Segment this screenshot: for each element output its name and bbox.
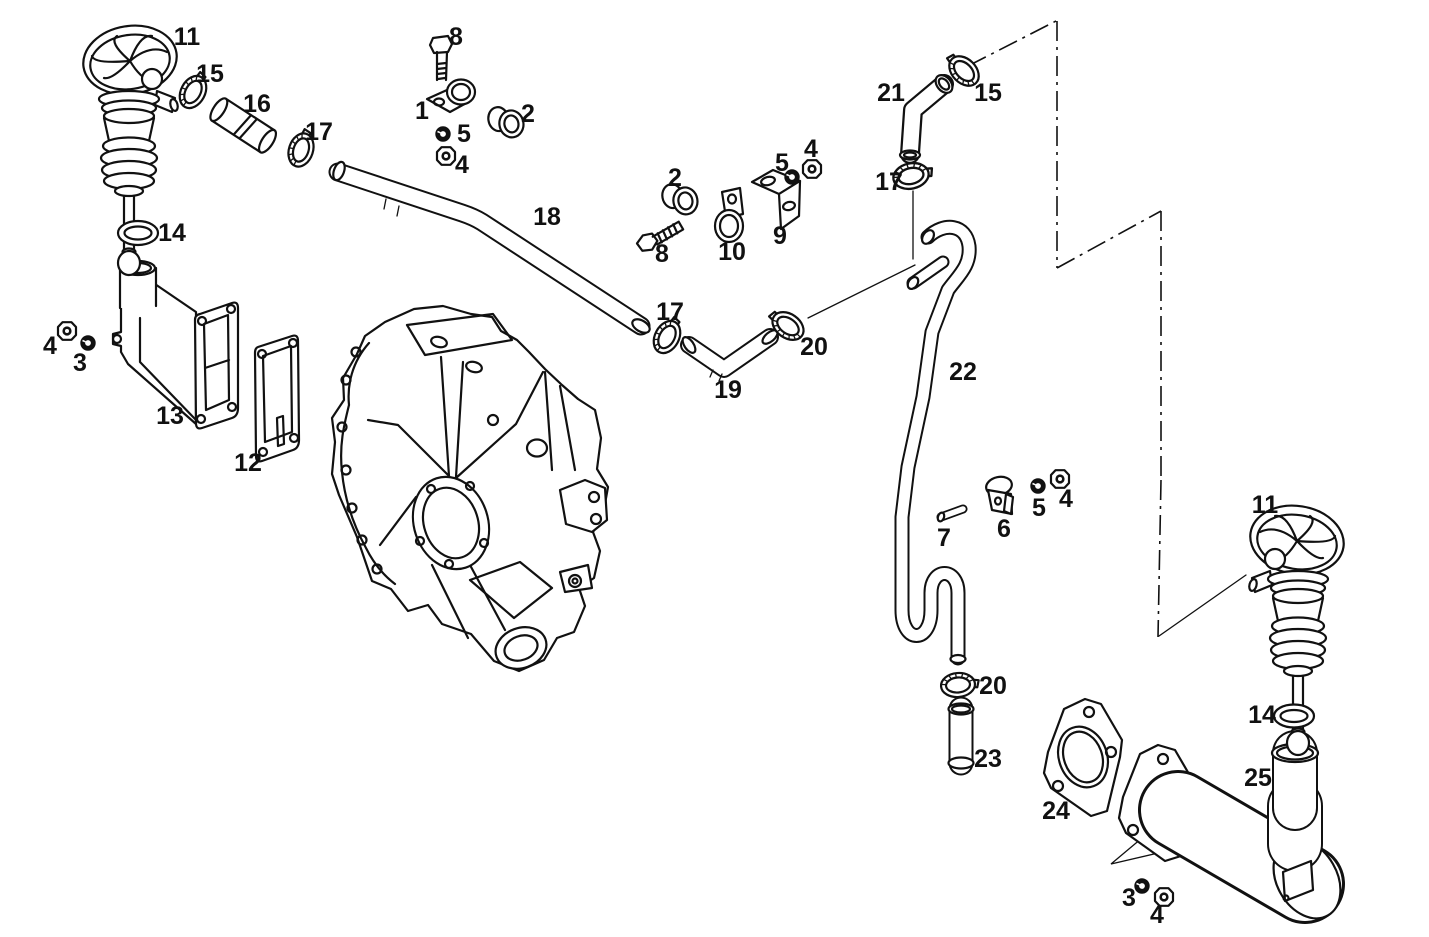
- callout-8-bolt-mid: 8: [655, 240, 669, 268]
- callout-4-nut-left: 4: [43, 332, 57, 360]
- callout-22-pipe: 22: [949, 358, 977, 386]
- callout-16-sleeve: 16: [243, 90, 271, 118]
- callout-3-washer-bottom: 3: [1122, 884, 1136, 912]
- callout-19-elbow: 19: [714, 376, 742, 404]
- callout-10-p-clamp: 10: [718, 238, 746, 266]
- part-11-breather-cap-right: [1248, 504, 1345, 757]
- part-8-bolt-mid: [635, 220, 685, 252]
- callout-25-tube: 25: [1244, 764, 1272, 792]
- part-3-washer-bottom: [1134, 877, 1150, 895]
- part-2-grommet-top: [485, 102, 527, 143]
- callout-4-nut-top: 4: [455, 151, 469, 179]
- part-1-pipe-clamp-bracket: [425, 78, 477, 114]
- callout-15-clamp-right: 15: [974, 79, 1002, 107]
- callout-1-bracket: 1: [415, 97, 429, 125]
- callout-12-gasket: 12: [234, 449, 262, 477]
- callout-13-housing: 13: [156, 402, 184, 430]
- part-24-gasket: [1042, 697, 1124, 818]
- callout-6-p-clamp: 6: [997, 515, 1011, 543]
- part-13-filler-housing: [111, 259, 240, 430]
- part-22-vent-pipe: [894, 219, 977, 666]
- callout-2-grommet-top: 2: [521, 100, 535, 128]
- callout-23-hose: 23: [974, 745, 1002, 773]
- callout-14-oring-right: 14: [1248, 701, 1276, 729]
- part-4-nut-top: [435, 146, 457, 166]
- callout-11-cap-left: 11: [174, 23, 201, 51]
- callout-20-clamp-mid: 20: [800, 333, 828, 361]
- part-7-pin: [936, 504, 968, 523]
- flywheel-housing: [330, 304, 610, 673]
- part-12-gasket: [253, 334, 301, 463]
- part-19-elbow-hose: [680, 328, 779, 382]
- callout-4-nut-bottom: 4: [1150, 901, 1164, 929]
- part-25-filler-tube: [1117, 730, 1345, 924]
- callout-4-nut-mid: 4: [804, 135, 818, 163]
- part-21-elbow-hose: [898, 74, 954, 164]
- part-20-clamp-bottom: [938, 670, 982, 700]
- part-23-hose: [947, 696, 975, 776]
- part-4-nut-left: [56, 321, 78, 341]
- flange-bolt-holes: [336, 346, 383, 575]
- callout-11-cap-right: 11: [1252, 491, 1279, 519]
- callout-21-elbow: 21: [877, 79, 905, 107]
- part-8-bolt-top: [428, 34, 454, 82]
- part-9-bracket: [750, 168, 802, 231]
- callout-20-clamp-bottom: 20: [979, 672, 1007, 700]
- part-14-oring-right: [1272, 703, 1316, 729]
- callout-3-washer-left: 3: [73, 349, 87, 377]
- callout-5-washer-top: 5: [457, 120, 471, 148]
- callout-18-hose: 18: [533, 203, 561, 231]
- part-5-washer-top: [434, 126, 452, 142]
- part-5-washer-right: [1030, 477, 1046, 495]
- callout-15-clamp-left: 15: [196, 60, 224, 88]
- callout-labels: 11 8 15 16 1 2 17 5 4 21 15 2 17 5 4 18 …: [43, 23, 1278, 929]
- callout-9-bracket: 9: [773, 222, 787, 250]
- callout-5-washer-mid: 5: [775, 149, 789, 177]
- callout-17-clamp-mid: 17: [656, 298, 684, 326]
- callout-24-gasket: 24: [1042, 797, 1070, 825]
- callout-2-grommet-mid: 2: [668, 164, 682, 192]
- part-18-hose: [328, 160, 651, 336]
- callout-4-nut-right: 4: [1059, 485, 1073, 513]
- part-14-oring-left: [116, 219, 160, 247]
- callout-17-clamp-right: 17: [875, 168, 903, 196]
- callout-17-clamp-left: 17: [305, 118, 333, 146]
- callout-14-oring-left: 14: [158, 219, 186, 247]
- phantom-panel-lines: [967, 20, 1162, 638]
- part-11-breather-cap-left: [82, 24, 179, 277]
- callout-7-pin: 7: [937, 524, 951, 552]
- callout-8-bolt-top: 8: [449, 23, 463, 51]
- part-10-p-clamp: [713, 186, 745, 244]
- callout-5-washer-right: 5: [1032, 494, 1046, 522]
- part-6-p-clamp: [985, 475, 1015, 516]
- central-bore: [411, 475, 491, 571]
- leader-lines: [807, 190, 1247, 865]
- part-16-sleeve: [209, 97, 278, 154]
